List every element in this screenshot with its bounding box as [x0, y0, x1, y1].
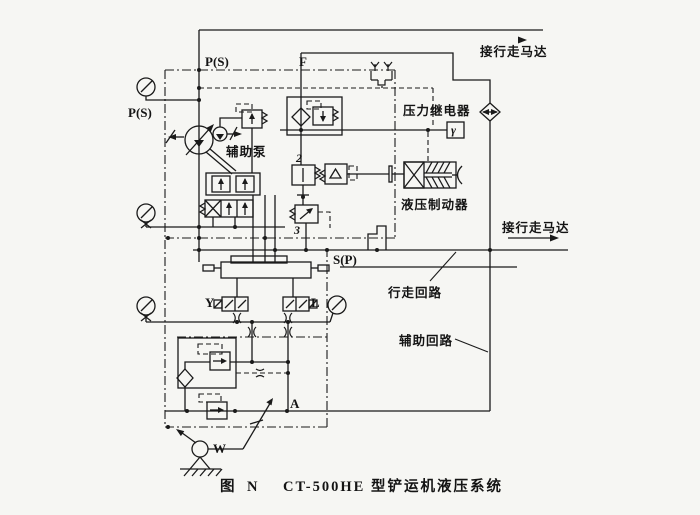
port-label-w: W — [213, 441, 226, 456]
pump-regulator-block — [205, 172, 261, 196]
component-label-pressure-relay: 压力继电器 — [403, 103, 471, 118]
annotation-auxiliary-circuit: 辅助回路 — [399, 333, 453, 348]
circuit-boundary-dashdot — [164, 69, 396, 428]
annotation-to-travel-motor-right: 接行走马达 — [502, 220, 570, 235]
figure-caption: 图 N CT-500HE 型铲运机液压系统 — [220, 477, 503, 495]
arrowheads — [168, 36, 559, 437]
valve-number-3: 3 — [293, 223, 300, 237]
pressure-gauge-mid-left — [136, 203, 156, 229]
annotation-to-travel-motor-top: 接行走马达 — [480, 44, 548, 59]
orifice-symbols — [232, 312, 293, 378]
port-label-a: A — [290, 396, 300, 411]
label-leader-lines — [429, 251, 489, 353]
hydraulic-brake — [388, 161, 463, 189]
solenoid-valve-l — [282, 296, 318, 312]
component-label-hydraulic-brake: 液压制动器 — [401, 197, 469, 212]
valve-2 — [291, 164, 322, 186]
caption-fig-number: N — [247, 479, 259, 495]
pilot-lines-dashed — [197, 87, 434, 403]
w-pump — [180, 440, 223, 477]
pressure-gauge-top-left — [136, 77, 156, 97]
port-label-ps-gauge: P(S) — [128, 105, 152, 120]
port-label-f: F — [299, 54, 307, 69]
component-label-aux-pump: 辅助泵 — [226, 144, 267, 159]
junction-dots — [166, 68, 492, 429]
caption-fig-label: 图 — [220, 478, 237, 495]
solenoid-valve-y — [213, 296, 249, 312]
valve-number-2: 2 — [295, 151, 302, 165]
port-label-y: Y — [205, 295, 215, 310]
return-filter-assembly — [176, 337, 237, 389]
port-label-l: L — [311, 295, 320, 310]
pipe-lines — [145, 29, 568, 450]
pressure-gauge-steering — [327, 295, 347, 315]
port-label-sp: S(P) — [333, 252, 357, 267]
breather-symbol — [370, 61, 393, 86]
relay-symbol-gamma: γ — [451, 123, 456, 137]
filter-relief-subassembly — [286, 96, 343, 136]
main-variable-pump — [165, 125, 214, 156]
annotation-travel-circuit: 行走回路 — [387, 285, 442, 300]
valve-pilot-right — [318, 163, 348, 185]
pressure-gauge-lower-left — [136, 296, 156, 322]
pressure-relay-box — [446, 121, 465, 139]
steering-cylinder — [202, 255, 330, 279]
port-label-ps-top: P(S) — [205, 54, 229, 69]
valve-3 — [288, 204, 319, 224]
labels: P(S) F P(S) 接行走马达 压力继电器 γ 液压制动器 辅助泵 2 3 … — [128, 44, 570, 456]
caption-title: CT-500HE 型铲运机液压系统 — [283, 477, 503, 495]
